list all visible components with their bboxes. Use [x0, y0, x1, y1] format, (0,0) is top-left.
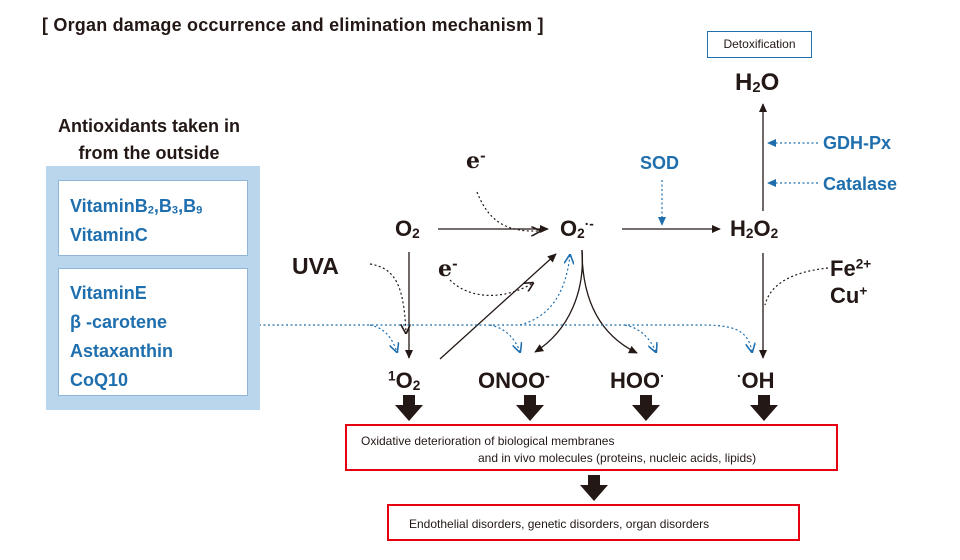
oxygen-subscript: 2 — [412, 226, 420, 242]
vitamin-b9-sub: 9 — [196, 204, 203, 217]
arrow-superoxide-to-hoo — [581, 249, 638, 354]
electron-mid-charge: - — [452, 256, 458, 273]
arrow-electron-top — [476, 191, 540, 231]
vitamin-b3-prefix: ,B — [153, 196, 172, 216]
antioxidants-heading-line1: Antioxidants taken in — [57, 116, 241, 136]
electron-mid-symbol: e — [438, 256, 452, 282]
antioxidants-heading-line2: from the outside — [78, 143, 220, 163]
superoxide-symbol: O — [560, 216, 578, 241]
h2o2-subscript-o: 2 — [770, 226, 779, 242]
vitamin-b3-sub: 3 — [171, 204, 179, 217]
block-arrow-hoo — [632, 395, 660, 421]
electron-top-symbol: e — [466, 148, 480, 174]
antioxidant-to-superoxide — [519, 255, 570, 326]
peroxynitrite-superscript: - — [545, 368, 550, 384]
hydroperoxyl-superscript: · — [660, 368, 665, 384]
block-arrow-outcome — [580, 475, 608, 501]
oxygen-symbol: O — [395, 216, 413, 241]
arrow-uva — [369, 263, 406, 333]
hydroxyl-superscript: · — [737, 368, 742, 384]
antioxidants-heading: Antioxidants taken in from the outside — [40, 113, 258, 167]
vitamin-b-label: VitaminB — [70, 196, 148, 216]
water-subscript: 2 — [752, 80, 761, 97]
antioxidant-group-fat-soluble: VitaminE β -carotene Astaxanthin CoQ10 — [58, 268, 248, 396]
arrow-metal-ions — [764, 267, 829, 306]
disorders-text: Endothelial disorders, genetic disorders… — [409, 517, 710, 531]
antioxidants-frame: VitaminB2,B3,B9 VitaminC VitaminE β -car… — [46, 166, 260, 410]
arrow-singlet-to-superoxide — [439, 253, 557, 360]
superoxide-subscript: 2 — [577, 226, 585, 242]
antioxidant-scavenge-line — [250, 324, 752, 352]
species-peroxynitrite: ONOO- — [478, 368, 550, 393]
singlet-superscript: 1 — [388, 368, 396, 384]
antioxidant-to-singlet — [369, 324, 397, 352]
block-arrow-oh — [750, 395, 778, 421]
antioxidant-vitamin-c: VitaminC — [70, 225, 148, 245]
superoxide-superscript: ·- — [584, 216, 594, 232]
iron-ion: Fe2+ — [830, 256, 872, 281]
h2o2-oxygen: O — [753, 216, 771, 241]
antioxidant-coq10: CoQ10 — [70, 370, 129, 390]
disorders-box: Endothelial disorders, genetic disorders… — [387, 504, 800, 541]
species-hydrogen-peroxide: H2O2 — [730, 216, 779, 242]
vitamin-b2-sub: 2 — [147, 204, 154, 217]
enzyme-catalase: Catalase — [823, 174, 898, 194]
electron-mid: e- — [438, 258, 458, 280]
uva-label: UVA — [292, 253, 339, 279]
copper-symbol: Cu — [830, 283, 860, 308]
arrow-electron-mid — [449, 279, 533, 296]
singlet-symbol: O — [395, 368, 413, 393]
iron-charge: 2+ — [855, 256, 872, 272]
singlet-subscript: 2 — [412, 378, 421, 394]
peroxynitrite-symbol: ONOO — [478, 368, 546, 393]
oxidative-deterioration-box: Oxidative deterioration of biological me… — [345, 424, 838, 471]
hydroperoxyl-symbol: HOO — [610, 368, 661, 393]
copper-ion: Cu+ — [830, 283, 868, 308]
block-arrows — [395, 395, 778, 501]
oxidative-line1: Oxidative deterioration of biological me… — [361, 434, 615, 448]
antioxidant-to-hoo — [624, 324, 656, 352]
enzyme-gdh-px: GDH-Px — [823, 133, 892, 153]
block-arrow-onoo — [516, 395, 544, 421]
antioxidant-vitamin-b: VitaminB2,B3,B9 — [70, 196, 202, 217]
h2o2-subscript-h: 2 — [745, 226, 754, 242]
species-water: H2O — [735, 69, 780, 97]
species-singlet-oxygen: 1O2 — [388, 368, 421, 394]
oxidative-line2: and in vivo molecules (proteins, nucleic… — [478, 451, 757, 465]
antioxidant-astaxanthin: Astaxanthin — [70, 341, 174, 361]
enzyme-sod: SOD — [640, 153, 680, 173]
vitamin-b9-prefix: ,B — [178, 196, 197, 216]
water-hydrogen: H — [735, 69, 753, 96]
page-title: [ Organ damage occurrence and eliminatio… — [42, 15, 544, 35]
species-hydroperoxyl: HOO· — [610, 368, 665, 393]
hydroxyl-symbol: OH — [741, 368, 775, 393]
electron-top: e- — [466, 150, 486, 172]
electron-top-charge: - — [480, 148, 486, 165]
h2o2-hydrogen: H — [730, 216, 746, 241]
species-oxygen: O2 — [395, 216, 420, 242]
antioxidant-group-water-soluble: VitaminB2,B3,B9 VitaminC — [58, 180, 248, 256]
iron-symbol: Fe — [830, 256, 856, 281]
arrow-superoxide-to-onoo — [534, 249, 584, 353]
antioxidant-vitamin-e: VitaminE — [70, 283, 147, 303]
species-hydroxyl-radical: ·OH — [737, 368, 775, 393]
antioxidant-to-onoo — [489, 324, 520, 352]
antioxidant-beta-carotene: β -carotene — [70, 312, 168, 332]
block-arrow-singlet — [395, 395, 423, 421]
species-superoxide: O2·- — [560, 216, 594, 242]
copper-charge: + — [859, 283, 868, 299]
water-oxygen: O — [760, 69, 780, 96]
detoxification-label: Detoxification — [707, 31, 812, 58]
